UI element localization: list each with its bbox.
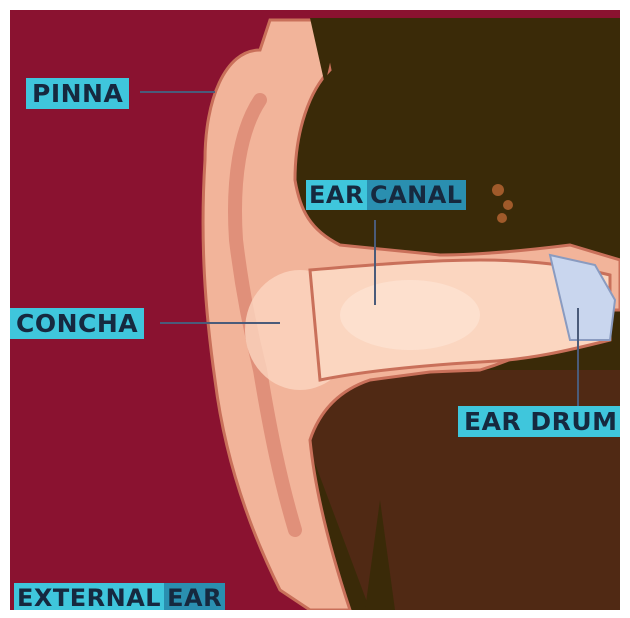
- ear-canal-label: EAR CANAL: [306, 180, 466, 210]
- external-ear-label: EXTERNAL EAR: [14, 583, 225, 610]
- ear-diagram: PINNA EAR CANAL CONCHA EAR DRUM EXTERNAL…: [10, 10, 620, 610]
- ear-canal-highlight: [340, 280, 480, 350]
- debris-dot: [503, 200, 513, 210]
- debris-dot: [492, 184, 504, 196]
- ear-canal-label-part2: CANAL: [367, 180, 466, 210]
- ear-drum-label: EAR DRUM: [458, 406, 620, 437]
- external-ear-label-part2: EAR: [164, 583, 225, 610]
- external-ear-label-part1: EXTERNAL: [14, 583, 164, 610]
- concha-label: CONCHA: [10, 308, 144, 339]
- ear-canal-label-part1: EAR: [306, 180, 367, 210]
- debris-dot: [497, 213, 507, 223]
- pinna-label: PINNA: [26, 78, 129, 109]
